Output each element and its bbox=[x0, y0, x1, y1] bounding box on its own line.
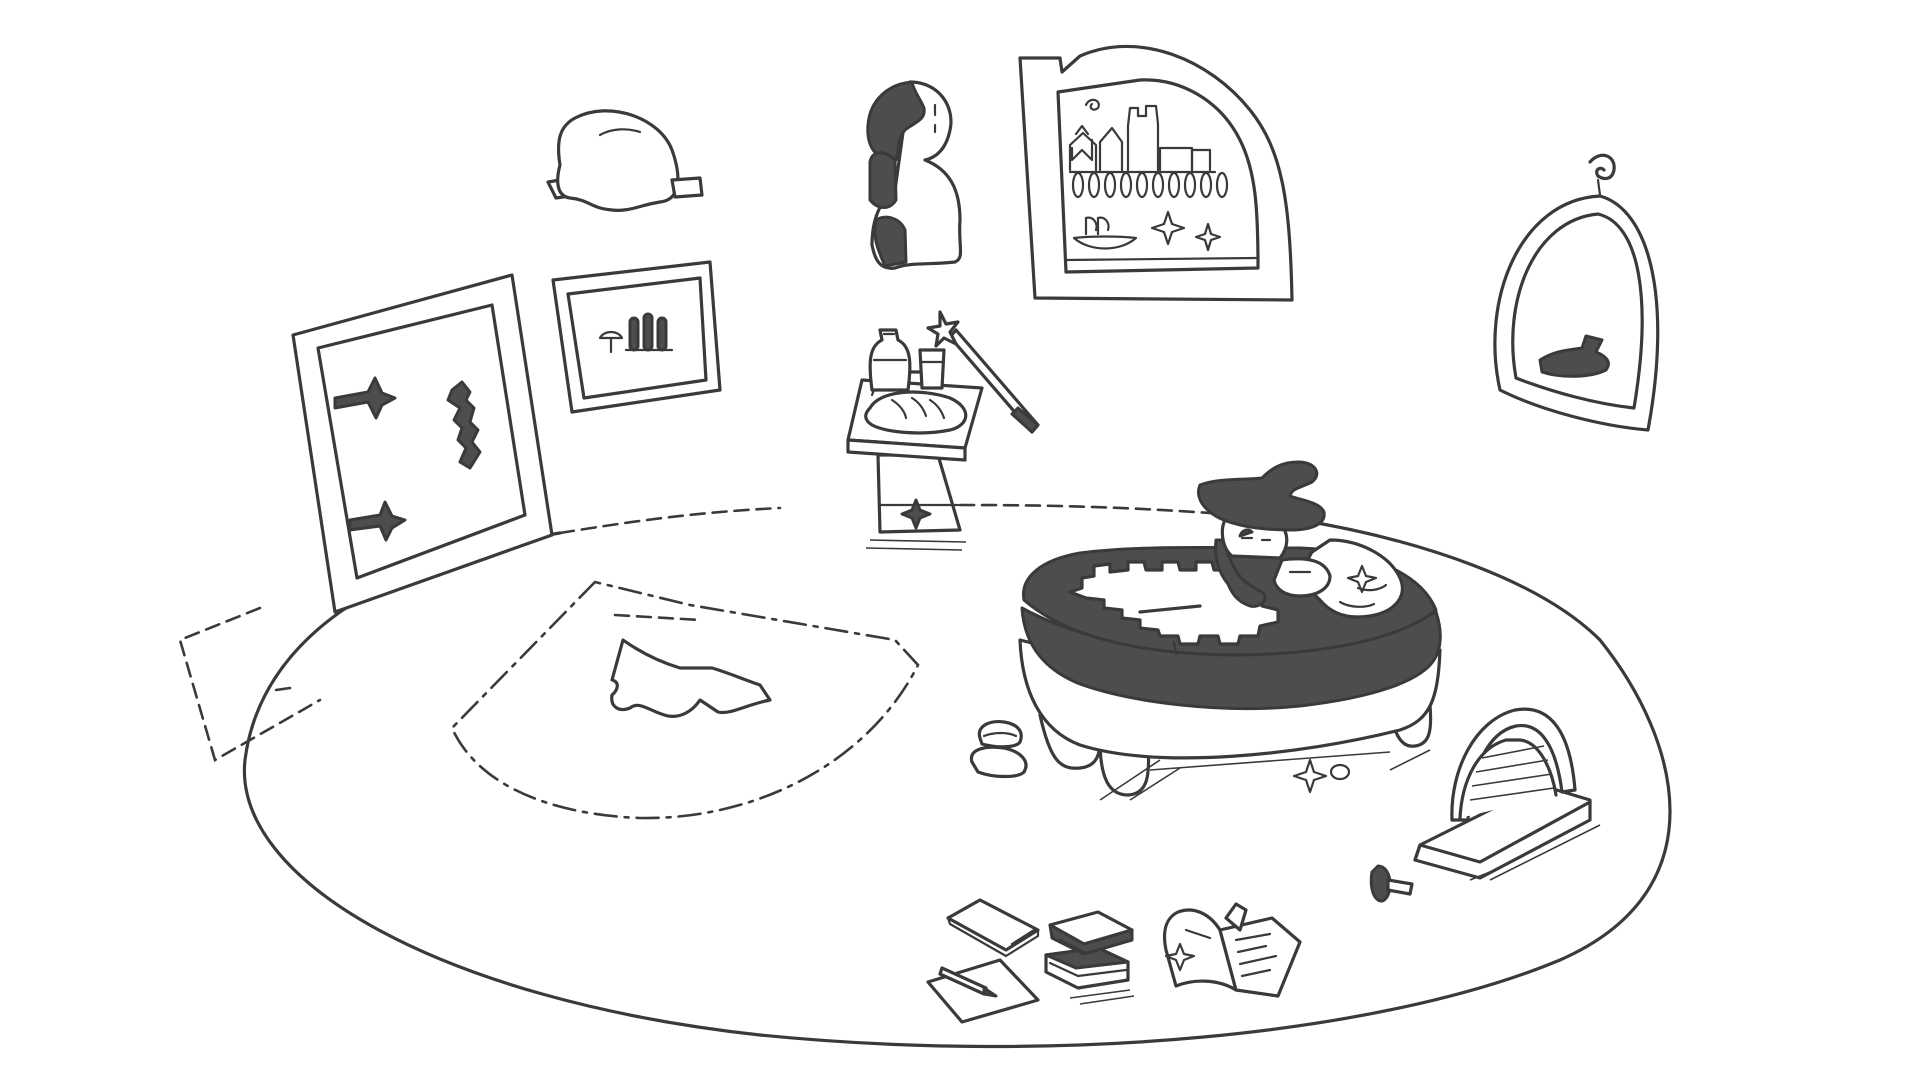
castle-painting[interactable] bbox=[1018, 44, 1294, 302]
round-rug bbox=[242, 503, 1672, 1049]
paper-with-pencil[interactable] bbox=[926, 958, 1040, 1024]
tree-row bbox=[1071, 171, 1229, 199]
slippers[interactable] bbox=[969, 720, 1028, 779]
dashed-doorway[interactable] bbox=[178, 606, 322, 762]
sparkle-icon bbox=[1150, 210, 1186, 246]
open-spellbook[interactable] bbox=[1162, 902, 1302, 998]
table-floor-shadow bbox=[865, 539, 967, 551]
hanging-cloak[interactable] bbox=[866, 80, 963, 270]
small-painting[interactable] bbox=[551, 260, 722, 414]
harp-floor-shadow bbox=[1469, 824, 1601, 881]
bed[interactable] bbox=[1018, 538, 1442, 801]
harp[interactable] bbox=[1413, 707, 1601, 881]
squiggle-mark bbox=[446, 380, 482, 470]
dashed-trapdoor[interactable] bbox=[450, 580, 920, 820]
witch-hat-reflection bbox=[1538, 334, 1610, 378]
witch-sleeping[interactable] bbox=[1196, 460, 1332, 608]
oval-mirror[interactable] bbox=[1493, 153, 1660, 432]
water-glass[interactable] bbox=[918, 348, 946, 390]
floor-sparkle bbox=[1292, 758, 1351, 794]
sparkle-icon bbox=[1194, 222, 1222, 252]
milk-jug[interactable] bbox=[868, 328, 912, 392]
doorknob[interactable] bbox=[1369, 864, 1414, 903]
bread-loaf[interactable] bbox=[864, 390, 968, 435]
star-icon bbox=[348, 500, 407, 542]
notebook[interactable] bbox=[946, 898, 1040, 958]
magic-wand[interactable] bbox=[926, 310, 1040, 434]
star-icon bbox=[333, 376, 397, 420]
wall-lamp[interactable] bbox=[546, 109, 704, 212]
bed-floor-shadow bbox=[1099, 749, 1431, 801]
sparkle-icon bbox=[1346, 564, 1378, 594]
books-floor-shadow bbox=[1069, 989, 1135, 1005]
books-stack[interactable] bbox=[1044, 910, 1135, 1005]
large-painting[interactable] bbox=[291, 273, 554, 614]
